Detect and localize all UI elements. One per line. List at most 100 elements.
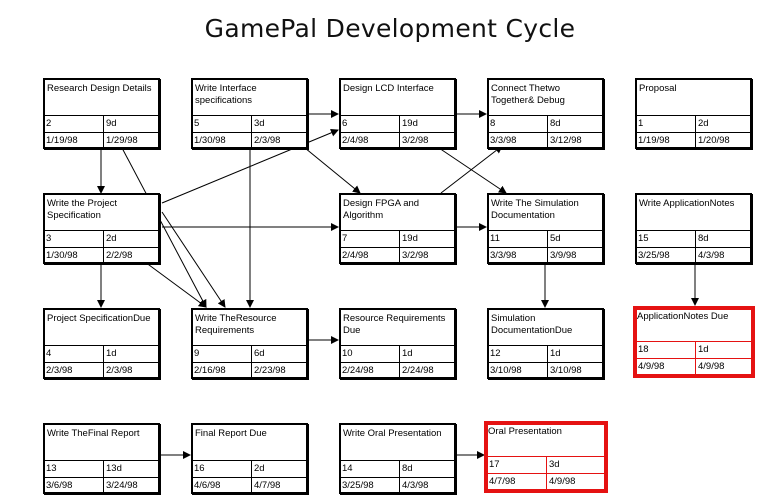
task-end: 3/12/98	[550, 135, 582, 146]
task-end: 2/3/98	[106, 365, 133, 376]
task-id: 17	[488, 457, 547, 474]
task-name: Project SpecificationDue	[47, 313, 151, 324]
task-end: 3/24/98	[106, 480, 138, 491]
task-duration: 6d	[254, 348, 265, 359]
task-duration: 5d	[550, 233, 561, 244]
task-id: 8	[489, 116, 548, 133]
task-end: 3/2/98	[402, 250, 429, 261]
task-id: 1	[637, 116, 696, 133]
task-id: 18	[637, 342, 696, 359]
task-duration: 3d	[254, 118, 265, 129]
arrow-projspec-to-resource	[144, 261, 207, 308]
task-name: Simulation DocumentationDue	[491, 313, 573, 336]
task-start: 2/16/98	[193, 363, 252, 379]
task-start: 4/7/98	[488, 474, 547, 490]
task-end: 4/9/98	[549, 476, 576, 487]
task-start: 2/3/98	[45, 363, 104, 379]
task-name: Write The Simulation Documentation	[491, 198, 579, 221]
task-id: 9	[193, 346, 252, 363]
task-duration: 1d	[550, 348, 561, 359]
task-start: 1/19/98	[45, 133, 104, 149]
task-duration: 2d	[254, 463, 265, 474]
task-id: 2	[45, 116, 104, 133]
diagram-title: GamePal Development Cycle	[204, 14, 576, 43]
task-end: 2/3/98	[254, 135, 281, 146]
task-duration: 1d	[698, 344, 709, 355]
task-end: 1/29/98	[106, 135, 138, 146]
arrow-projspec-to-resource-2	[161, 211, 226, 308]
task-id: 14	[341, 461, 400, 478]
task-duration: 8d	[698, 233, 709, 244]
task-end: 4/9/98	[698, 361, 725, 372]
task-end: 3/9/98	[550, 250, 577, 261]
task-start: 1/30/98	[45, 248, 104, 264]
task-name: Research Design Details	[47, 83, 152, 94]
task-name: Write TheResource Requirements	[195, 313, 277, 336]
arrow-fpga-to-connect	[440, 145, 503, 194]
task-id: 6	[341, 116, 400, 133]
task-start: 3/3/98	[489, 248, 548, 264]
task-duration: 8d	[550, 118, 561, 129]
task-name: ApplicationNotes Due	[637, 311, 729, 322]
task-name: Write Interface specifications	[195, 83, 257, 106]
task-name: Design FPGA and Algorithm	[343, 198, 420, 221]
task-duration: 19d	[402, 233, 418, 244]
task-duration: 1d	[402, 348, 413, 359]
task-id: 16	[193, 461, 252, 478]
task-id: 10	[341, 346, 400, 363]
task-start: 3/25/98	[341, 478, 400, 494]
task-name: Write the Project Specification	[47, 198, 118, 221]
task-duration: 2d	[106, 233, 117, 244]
task-id: 11	[489, 231, 548, 248]
task-name: Connect Thetwo Together& Debug	[491, 83, 565, 106]
task-end: 4/3/98	[698, 250, 725, 261]
task-start: 3/3/98	[489, 133, 548, 149]
task-id: 3	[45, 231, 104, 248]
task-name: Write TheFinal Report	[47, 428, 140, 439]
task-duration: 19d	[402, 118, 418, 129]
task-duration: 1d	[106, 348, 117, 359]
task-id: 12	[489, 346, 548, 363]
task-start: 4/9/98	[637, 359, 696, 375]
task-name: Oral Presentation	[488, 426, 562, 437]
task-end: 2/24/98	[402, 365, 434, 376]
task-id: 13	[45, 461, 104, 478]
task-id: 4	[45, 346, 104, 363]
task-end: 2/2/98	[106, 250, 133, 261]
task-id: 7	[341, 231, 400, 248]
task-id: 15	[637, 231, 696, 248]
task-name: Resource Requirements Due	[343, 313, 446, 336]
task-end: 3/10/98	[550, 365, 582, 376]
task-start: 3/6/98	[45, 478, 104, 494]
task-id: 5	[193, 116, 252, 133]
task-end: 4/3/98	[402, 480, 429, 491]
task-name: Design LCD Interface	[343, 83, 434, 94]
task-duration: 9d	[106, 118, 117, 129]
task-duration: 8d	[402, 463, 413, 474]
task-start: 2/24/98	[341, 363, 400, 379]
task-duration: 3d	[549, 459, 560, 470]
task-start: 1/19/98	[637, 133, 696, 149]
task-duration: 2d	[698, 118, 709, 129]
task-name: Proposal	[639, 83, 677, 94]
task-name: Final Report Due	[195, 428, 267, 439]
